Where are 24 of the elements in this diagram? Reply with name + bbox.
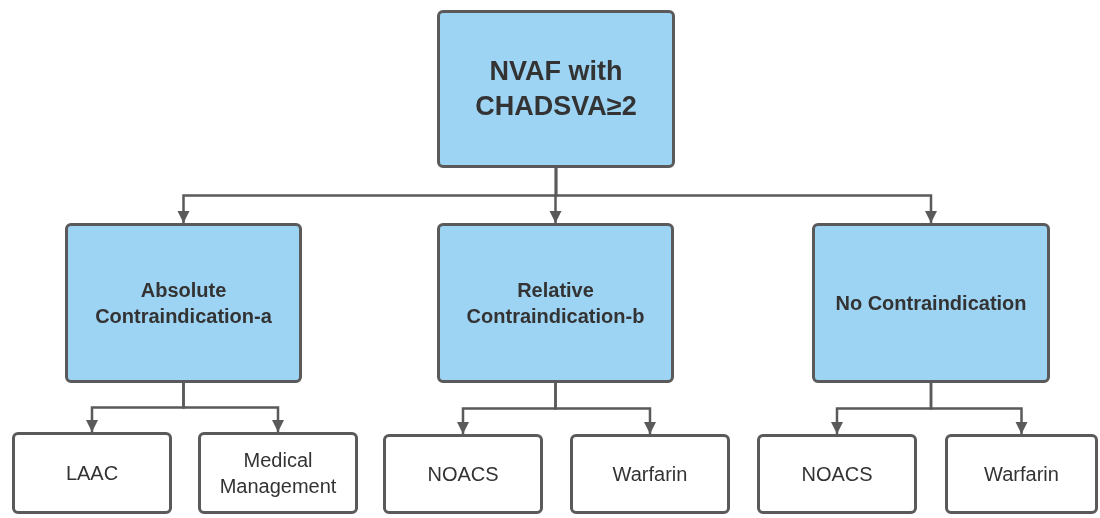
category-box: [65, 223, 302, 383]
box-label: NOACS: [427, 462, 499, 487]
box-label: Absolute Contraindication-a: [94, 278, 273, 329]
arrow: [554, 168, 938, 223]
arrow: [182, 383, 285, 432]
option-box: [383, 434, 543, 514]
category-box: [437, 10, 675, 168]
box-label: No Contraindication: [835, 291, 1027, 316]
arrow: [554, 383, 657, 434]
box-label: Warfarin: [984, 462, 1059, 487]
option-box: [945, 434, 1098, 514]
box-label: Relative Contraindication-b: [465, 278, 646, 329]
box-label: LAAC: [65, 461, 119, 486]
box-label: Medical Management: [218, 448, 338, 499]
option-box: [757, 434, 917, 514]
option-box: [570, 434, 730, 514]
box-label: NOACS: [801, 462, 873, 487]
box-label: Warfarin: [612, 462, 688, 487]
option-box: [12, 432, 172, 514]
category-box: [812, 223, 1050, 383]
box-label: NVAF with CHADSVA≥2: [474, 54, 638, 123]
option-box: [198, 432, 358, 514]
arrow: [929, 383, 1028, 434]
category-box: [437, 223, 674, 383]
